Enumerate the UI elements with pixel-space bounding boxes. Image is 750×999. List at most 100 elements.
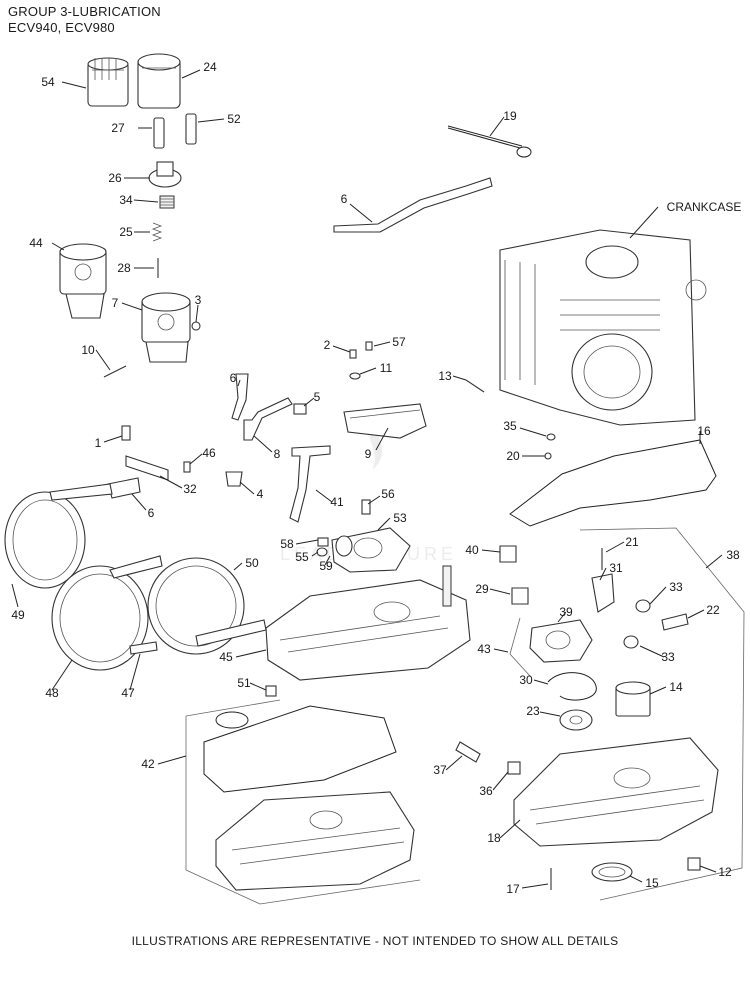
part-8-hose	[243, 397, 293, 441]
part-37-fitting	[455, 741, 481, 763]
part-38-bracket-outline	[579, 527, 745, 901]
part-6-dipstick-tube	[333, 177, 493, 233]
part-16-gasket	[509, 439, 717, 527]
callout-28: 28	[117, 261, 131, 275]
callout-33b: 33	[661, 650, 675, 664]
part-43-kit-outline	[509, 617, 531, 677]
callout-30: 30	[519, 673, 533, 687]
part-42-gasket	[203, 705, 397, 793]
callout-29: 29	[475, 582, 489, 596]
callout-32: 32	[183, 482, 197, 496]
part-33-plug	[635, 599, 651, 613]
callout-18: 18	[487, 831, 501, 845]
callout-leader-lines	[11, 69, 723, 889]
callout-6a: 6	[340, 192, 348, 206]
callout-42: 42	[141, 757, 155, 771]
callout-13: 13	[438, 369, 452, 383]
callout-22: 22	[706, 603, 720, 617]
callout-35: 35	[503, 419, 517, 433]
part-11-washer	[349, 372, 361, 380]
part-49-hose-coil	[4, 483, 113, 589]
part-14-seal-sleeve	[615, 681, 651, 717]
part-44-oil-filter-adapter	[59, 243, 107, 319]
part-10-screw	[103, 365, 127, 378]
callout-43: 43	[477, 642, 491, 656]
callout-53: 53	[393, 511, 407, 525]
callout-6b: 6	[229, 371, 237, 385]
callout-8: 8	[273, 447, 281, 461]
callout-9: 9	[364, 447, 372, 461]
part-36-plug	[507, 761, 521, 775]
part-41-hose	[289, 445, 331, 523]
callout-2: 2	[323, 338, 331, 352]
diagram-group-title: GROUP 3-LUBRICATION	[8, 4, 161, 19]
part-24-oil-filter	[137, 53, 181, 109]
part-42-oil-pan	[215, 791, 415, 891]
callout-5: 5	[313, 390, 321, 404]
callout-26: 26	[108, 171, 122, 185]
part-50-hose-coil	[147, 557, 267, 655]
callout-33a: 33	[669, 580, 683, 594]
part-40-switch	[499, 545, 517, 563]
callout-10: 10	[81, 343, 95, 357]
part-39-oil-pump	[529, 619, 593, 663]
part-45-oil-pan	[265, 565, 471, 681]
callout-48: 48	[45, 686, 59, 700]
part-6-hose-lower	[107, 477, 141, 499]
callout-34: 34	[119, 193, 133, 207]
callout-44: 44	[29, 236, 43, 250]
callout-11: 11	[379, 361, 393, 375]
callout-47: 47	[121, 686, 135, 700]
callout-36: 36	[479, 784, 493, 798]
callout-3: 3	[194, 293, 202, 307]
part-9-oil-cooler	[343, 403, 427, 439]
callout-31: 31	[609, 561, 623, 575]
part-15-seal	[591, 862, 633, 882]
part-5-clamp	[293, 403, 307, 415]
part-35-o-ring	[546, 433, 556, 441]
callout-50: 50	[245, 556, 259, 570]
callout-59: 59	[319, 559, 333, 573]
callout-21: 21	[625, 535, 639, 549]
callout-20: 20	[506, 449, 520, 463]
callout-19: 19	[503, 109, 517, 123]
callout-7: 7	[111, 296, 119, 310]
callout-46: 46	[202, 446, 216, 460]
part-55-o-ring	[316, 547, 328, 557]
callout-12: 12	[718, 865, 732, 879]
part-30-gasket	[547, 672, 597, 701]
callout-15: 15	[645, 876, 659, 890]
callout-45: 45	[219, 650, 233, 664]
part-51-plug	[265, 685, 277, 697]
part-34-spring	[159, 195, 175, 209]
part-3-fitting	[191, 321, 201, 331]
part-12-plug	[687, 857, 701, 871]
callout-24: 24	[203, 60, 217, 74]
part-1-fitting	[121, 425, 131, 441]
callout-1: 1	[94, 436, 102, 450]
callout-39: 39	[559, 605, 573, 619]
part-13-sensor	[465, 379, 485, 393]
callout-38: 38	[726, 548, 740, 562]
part-46-clamp	[183, 461, 191, 473]
callout-37: 37	[433, 763, 447, 777]
part-22-tube	[661, 613, 689, 631]
callout-14: 14	[669, 680, 683, 694]
disclaimer-footer: ILLUSTRATIONS ARE REPRESENTATIVE - NOT I…	[131, 934, 619, 948]
part-48-hose-coil	[51, 555, 163, 671]
part-7-oil-filter-adapter	[141, 292, 191, 363]
callout-41: 41	[330, 495, 344, 509]
part-53-oil-pump-assembly	[331, 527, 411, 573]
part-25-spring	[151, 222, 163, 242]
part-47-fitting	[129, 641, 158, 655]
part-57-screw	[365, 341, 373, 351]
part-33-plug-b	[623, 635, 639, 649]
callout-55: 55	[295, 550, 309, 564]
part-58-spring	[317, 537, 329, 547]
callout-58: 58	[280, 537, 294, 551]
part-23-bearing	[559, 709, 593, 731]
callout-crankcase: CRANKCASE	[666, 200, 742, 214]
part-4-elbow	[225, 471, 243, 487]
callout-51: 51	[237, 676, 251, 690]
